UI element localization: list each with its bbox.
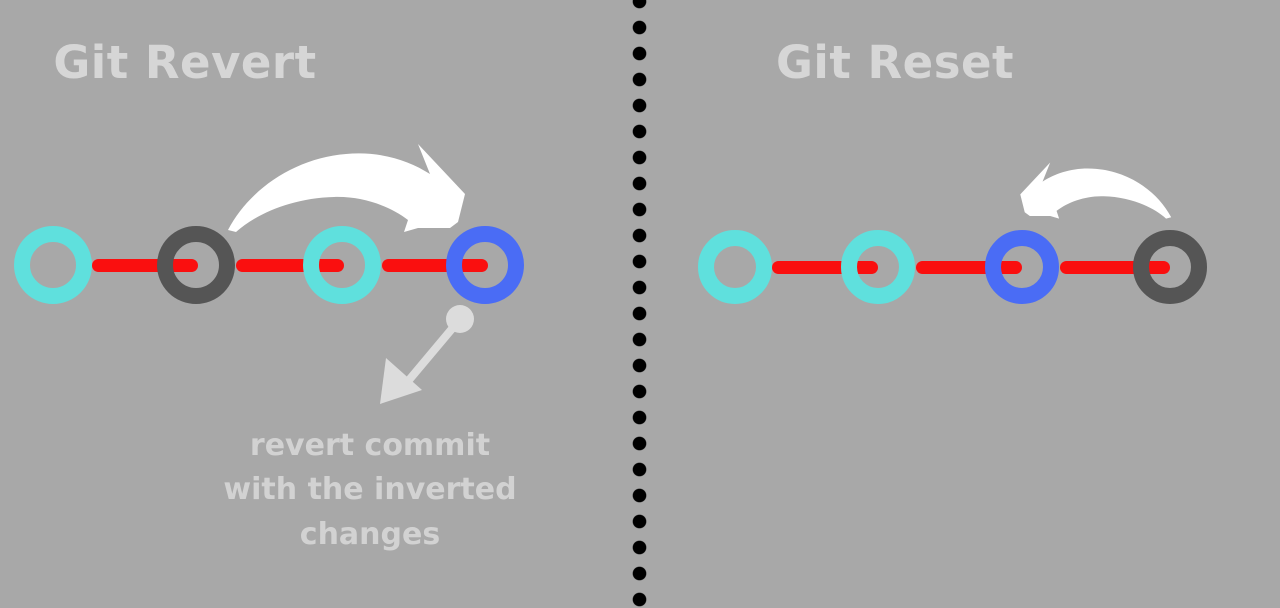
reset-commit-node-4[interactable]	[1133, 230, 1207, 304]
revert-commit-node-2[interactable]	[157, 226, 235, 304]
reset-commit-node-2[interactable]	[841, 230, 915, 304]
dotted-divider	[632, 0, 647, 608]
revert-commit-node-4[interactable]	[446, 226, 524, 304]
revert-commit-pointer-icon	[370, 300, 485, 424]
reset-commit-node-3[interactable]	[985, 230, 1059, 304]
caption-line-3: changes	[299, 516, 441, 552]
revert-commit-node-1[interactable]	[14, 226, 92, 304]
revert-callout-caption: revert commit with the inverted changes	[190, 424, 550, 557]
revert-commit-node-3[interactable]	[303, 226, 381, 304]
caption-line-1: revert commit	[249, 428, 491, 463]
reset-commit-node-1[interactable]	[698, 230, 772, 304]
caption-line-2: with the inverted	[223, 472, 517, 508]
page-title-git-reset: Git Reset	[775, 36, 1015, 89]
revert-forward-arrow-icon	[222, 136, 467, 232]
page-title-git-revert: Git Revert	[53, 36, 317, 89]
reset-backward-arrow-icon	[1019, 152, 1175, 224]
